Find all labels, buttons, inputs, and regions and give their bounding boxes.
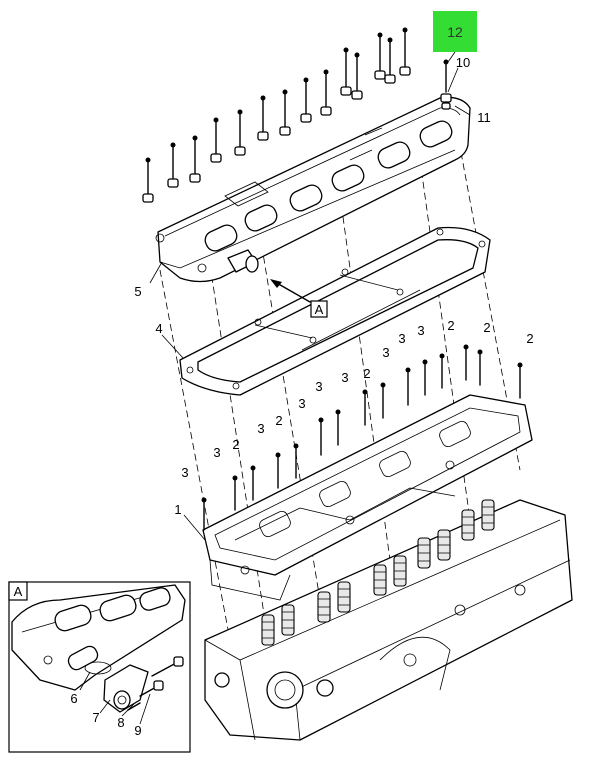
detail-screws	[127, 656, 184, 711]
highlight-box-12	[433, 11, 477, 52]
leader-lines	[149, 51, 471, 541]
callout-2-a: 2	[232, 437, 239, 452]
alignment-lines	[159, 119, 521, 641]
callout-2-e: 2	[483, 320, 490, 335]
callout-2-f: 2	[526, 331, 533, 346]
callout-2-b: 2	[275, 413, 282, 428]
callout-3-b: 3	[213, 445, 220, 460]
callout-9: 9	[134, 723, 141, 738]
valve-cover	[155, 96, 471, 283]
callout-3-i: 3	[417, 323, 424, 338]
rocker-housing	[202, 394, 533, 601]
callout-2-c: 2	[363, 366, 370, 381]
callout-7: 7	[92, 710, 99, 725]
callouts: 12 10 11 5 4 1 3 3 2 3 2 3 3 3 2 3 3 3 2…	[134, 24, 533, 517]
callout-10: 10	[456, 55, 470, 70]
callout-3-g: 3	[382, 345, 389, 360]
callout-12: 12	[447, 24, 463, 40]
view-a-label: A	[315, 302, 324, 317]
callout-3-c: 3	[257, 421, 264, 436]
cylinder-head	[204, 499, 573, 741]
callout-3-a: 3	[181, 465, 188, 480]
detail-a-label: A	[14, 584, 23, 599]
detail-a-inset: A 6 7 8 9	[8, 581, 191, 753]
callout-3-f: 3	[341, 370, 348, 385]
cover-bolts	[142, 27, 452, 203]
o-ring	[84, 661, 112, 675]
view-a-marker: A	[270, 279, 328, 318]
callout-3-d: 3	[298, 396, 305, 411]
callout-3-e: 3	[315, 379, 322, 394]
valve-springs	[261, 499, 495, 646]
callout-2-d: 2	[447, 318, 454, 333]
callout-5: 5	[134, 284, 141, 299]
housing-bolts	[201, 344, 523, 531]
callout-1: 1	[174, 502, 181, 517]
callout-6: 6	[70, 691, 77, 706]
gasket	[179, 226, 491, 396]
callout-11: 11	[477, 110, 491, 125]
callout-8: 8	[117, 715, 124, 730]
callout-3-h: 3	[398, 331, 405, 346]
callout-4: 4	[155, 321, 162, 336]
